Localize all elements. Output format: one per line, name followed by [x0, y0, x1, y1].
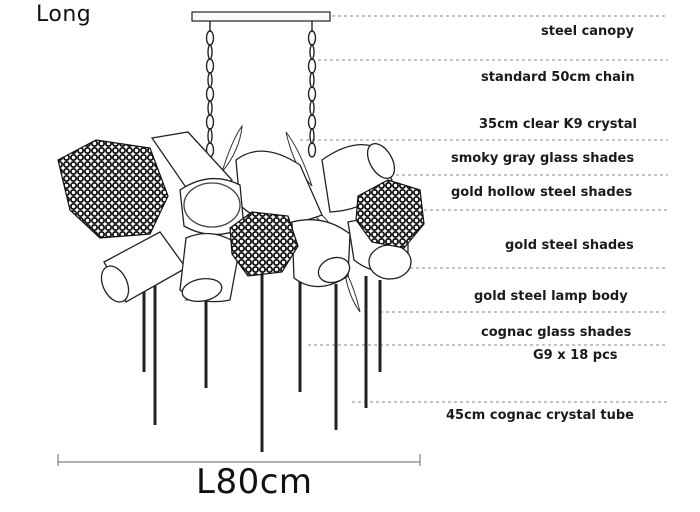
label-smoky-shades: smoky gray glass shades [451, 151, 635, 166]
steel-canopy [191, 11, 331, 22]
leader-lines [300, 15, 668, 403]
label-steel-canopy: steel canopy [541, 24, 635, 39]
chains [205, 21, 317, 158]
crystal-tubes [142, 270, 382, 452]
hollow-mesh-shades [57, 139, 425, 277]
dimension-bar [57, 454, 421, 466]
title: Long [36, 2, 92, 27]
label-steel-shades: gold steel shades [505, 238, 634, 253]
label-crystal-tube: 45cm cognac crystal tube [446, 408, 634, 423]
glass-shades [100, 131, 412, 303]
label-crystal: 35cm clear K9 crystal [479, 117, 637, 132]
label-cognac-shades: cognac glass shades [481, 325, 632, 340]
label-hollow-shades: gold hollow steel shades [451, 185, 633, 200]
label-chain: standard 50cm chain [481, 70, 635, 85]
label-lamp-body: gold steel lamp body [474, 289, 628, 304]
label-bulbs: G9 x 18 pcs [533, 348, 618, 363]
length-dimension: L80cm [196, 462, 313, 502]
